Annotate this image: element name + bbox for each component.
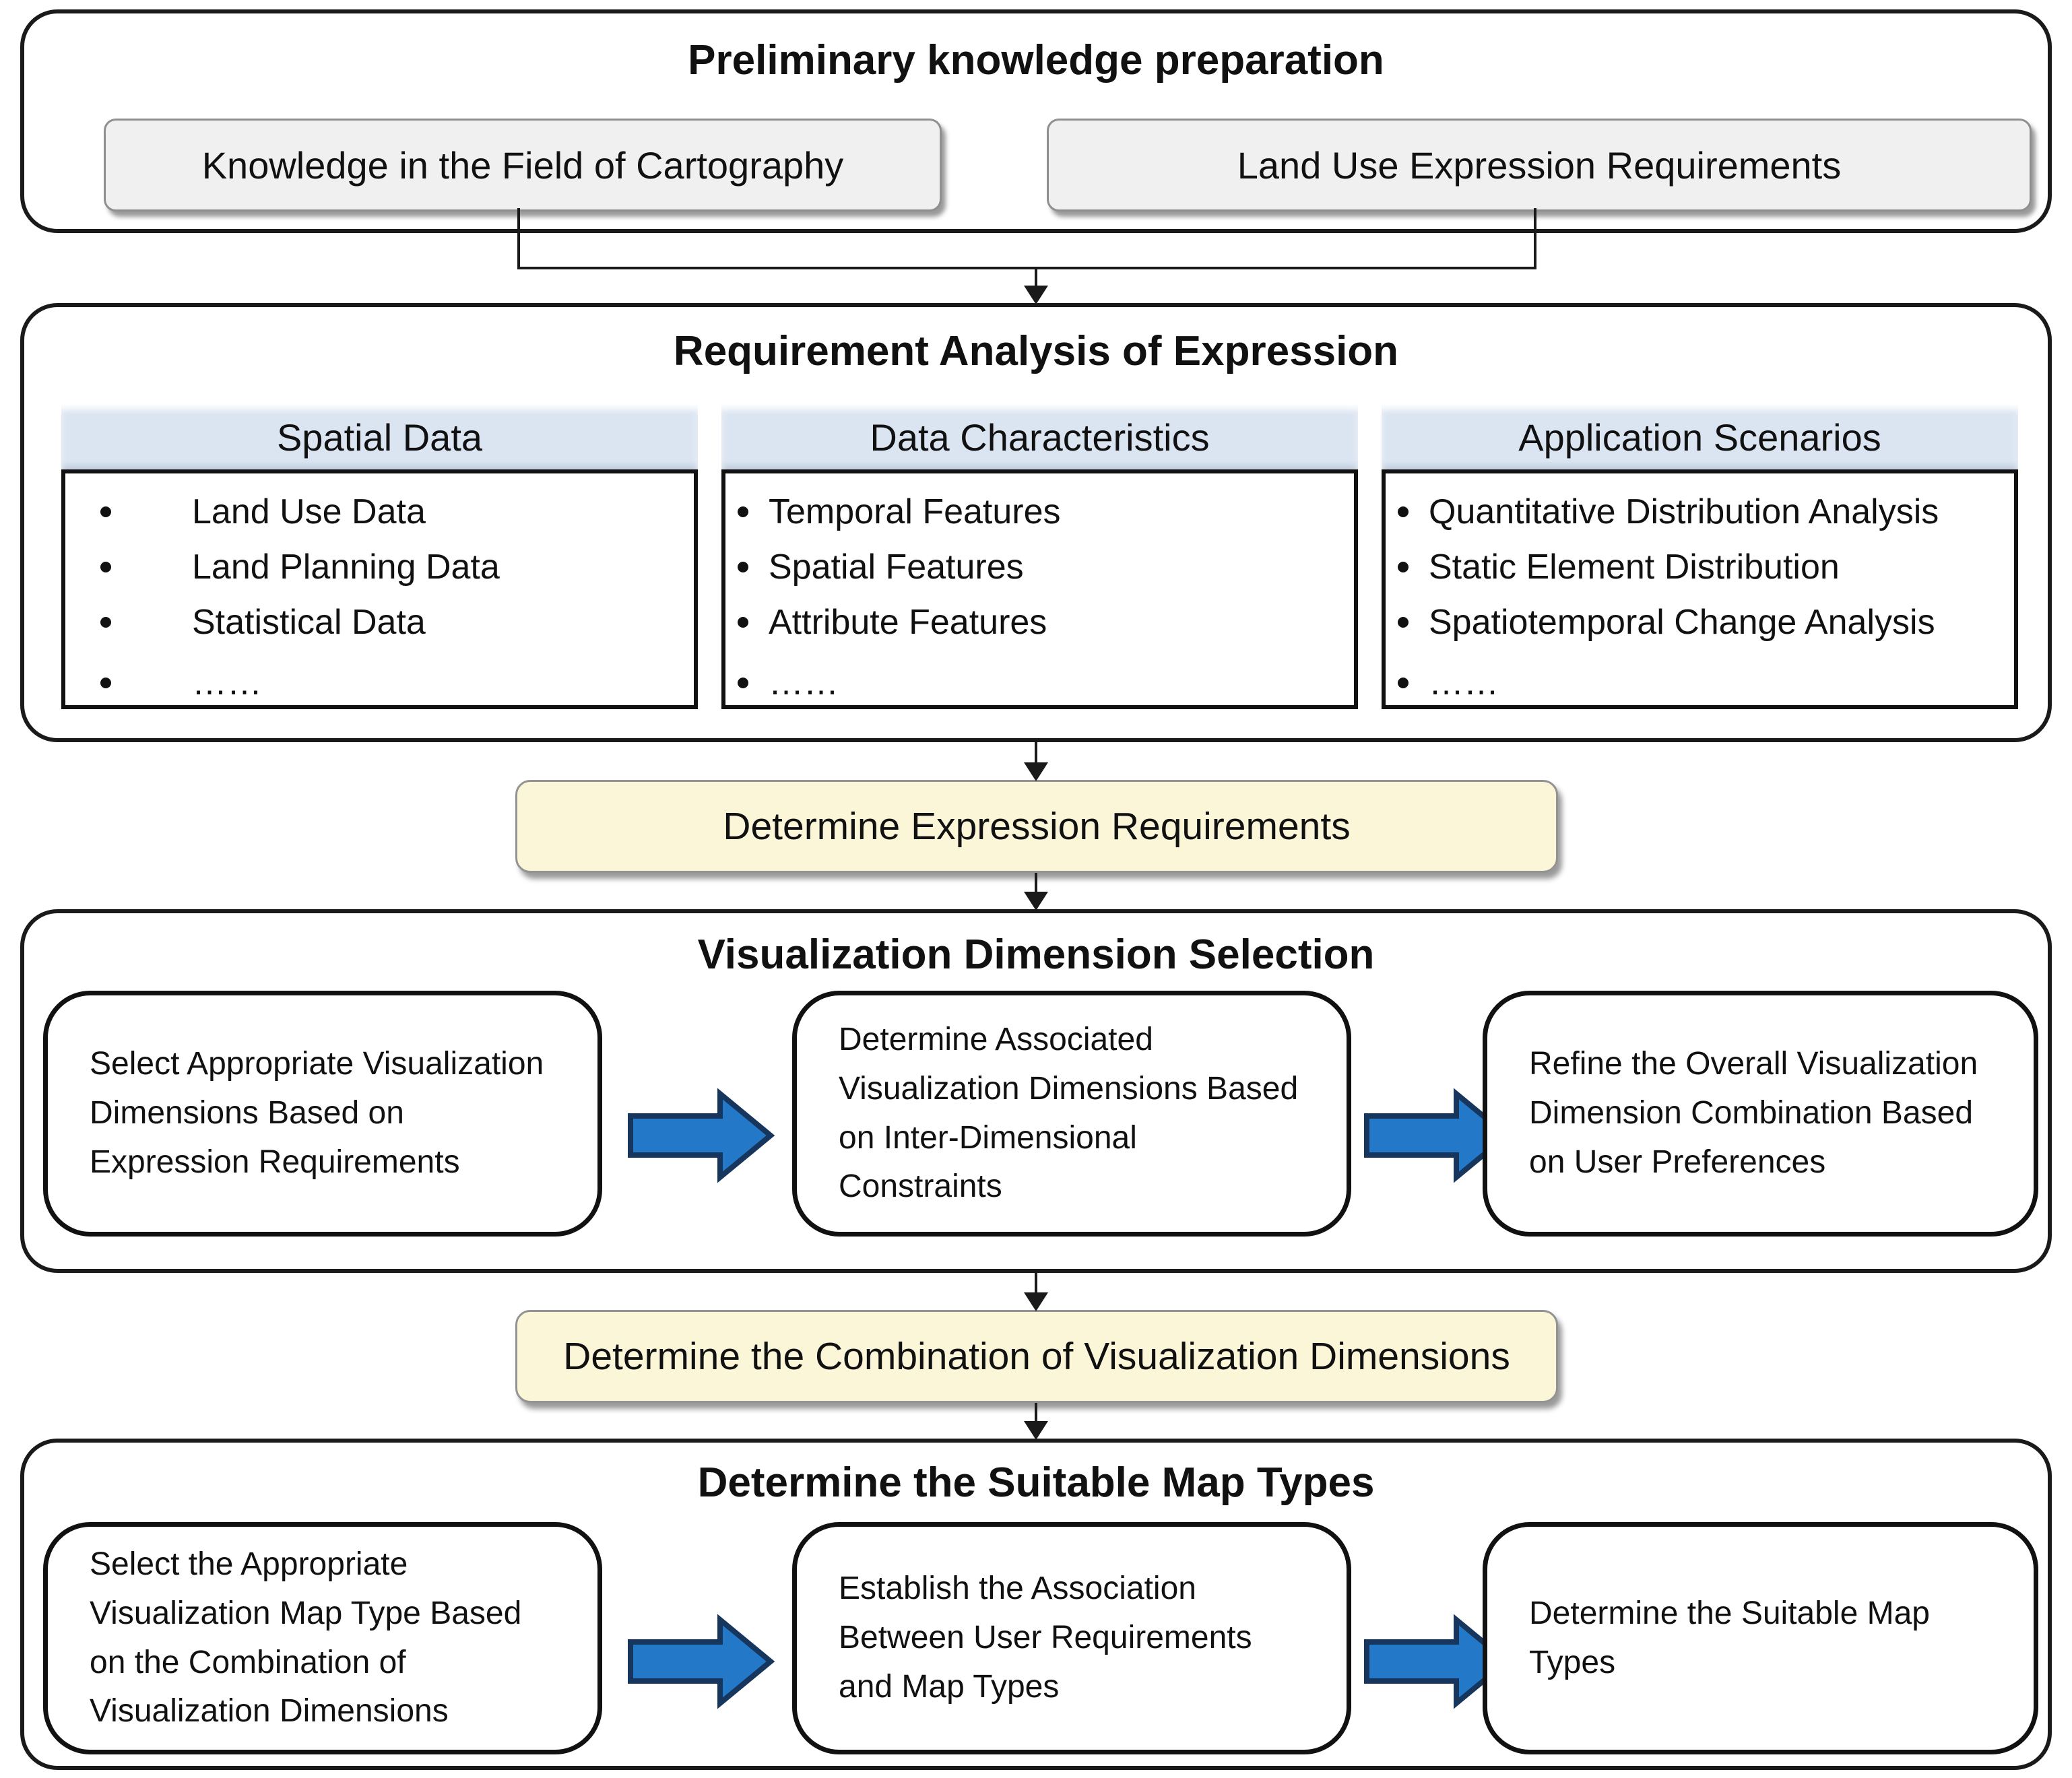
step-determine-map-types: Determine the Suitable Map Types (1483, 1522, 2038, 1754)
column-body: Temporal Features Spatial Features Attri… (721, 469, 1358, 709)
list-item: …… (725, 659, 1347, 706)
bullet-icon (1398, 678, 1409, 688)
flow-arrow-icon (1364, 1614, 1512, 1709)
step-label: Select the Appropriate Visualization Map… (90, 1546, 522, 1730)
list-item: …… (1386, 659, 2007, 706)
list-item: Temporal Features (725, 488, 1347, 535)
box-label: Land Use Expression Requirements (1237, 143, 1842, 187)
bullet-icon (100, 506, 111, 517)
list-item: Attribute Features (725, 599, 1347, 646)
column-header: Spatial Data (61, 405, 698, 469)
list-item: Spatiotemporal Change Analysis (1386, 599, 2007, 646)
list-item: Land Planning Data (65, 544, 687, 591)
step-label: Refine the Overall Visualization Dimensi… (1529, 1046, 1978, 1180)
step-associated-dimensions: Determine Associated Visualization Dimen… (792, 991, 1351, 1237)
list-item: Quantitative Distribution Analysis (1386, 488, 2007, 535)
step-select-map-type: Select the Appropriate Visualization Map… (43, 1522, 602, 1754)
list-item: Statistical Data (65, 599, 687, 646)
column-spatial-data: Spatial Data Land Use Data Land Planning… (61, 405, 698, 709)
step-label: Select Appropriate Visualization Dimensi… (90, 1046, 544, 1180)
bullet-icon (738, 617, 748, 628)
column-body: Land Use Data Land Planning Data Statist… (61, 469, 698, 709)
flow-arrow-icon (1364, 1088, 1512, 1183)
banner-label: Determine the Combination of Visualizati… (563, 1335, 1510, 1378)
step-label: Determine the Suitable Map Types (1529, 1595, 1930, 1680)
bullet-icon (100, 562, 111, 572)
bullet-icon (1398, 617, 1409, 628)
bullet-icon (1398, 506, 1409, 517)
column-application-scenarios: Application Scenarios Quantitative Distr… (1382, 405, 2018, 709)
column-header-label: Application Scenarios (1518, 416, 1881, 459)
banner-label: Determine Expression Requirements (723, 805, 1351, 848)
column-header-label: Spatial Data (276, 416, 483, 459)
section-map-types: Determine the Suitable Map Types Select … (20, 1439, 2052, 1770)
section-requirement-analysis: Requirement Analysis of Expression Spati… (20, 303, 2052, 742)
section-title: Determine the Suitable Map Types (697, 1459, 1375, 1506)
bullet-icon (100, 678, 111, 688)
banner-dimension-combination: Determine the Combination of Visualizati… (515, 1310, 1558, 1403)
section-title: Requirement Analysis of Expression (673, 328, 1399, 374)
section-preliminary-knowledge: Preliminary knowledge preparation Knowle… (20, 9, 2052, 233)
bullet-icon (738, 678, 748, 688)
list-item: Spatial Features (725, 544, 1347, 591)
bullet-icon (1398, 562, 1409, 572)
list-item: …… (65, 659, 687, 706)
step-label: Establish the Association Between User R… (839, 1571, 1252, 1705)
box-cartography-knowledge: Knowledge in the Field of Cartography (104, 119, 942, 211)
column-header: Data Characteristics (721, 405, 1358, 469)
bullet-icon (738, 562, 748, 572)
column-header-label: Data Characteristics (870, 416, 1210, 459)
banner-expression-requirements: Determine Expression Requirements (515, 780, 1558, 873)
column-data-characteristics: Data Characteristics Temporal Features S… (721, 405, 1358, 709)
flow-arrow-icon (628, 1088, 775, 1183)
step-select-dimensions: Select Appropriate Visualization Dimensi… (43, 991, 602, 1237)
step-establish-association: Establish the Association Between User R… (792, 1522, 1351, 1754)
bullet-icon (738, 506, 748, 517)
column-header: Application Scenarios (1382, 405, 2018, 469)
section-title: Visualization Dimension Selection (697, 931, 1375, 978)
box-landuse-requirements: Land Use Expression Requirements (1047, 119, 2032, 211)
bullet-icon (100, 617, 111, 628)
box-label: Knowledge in the Field of Cartography (201, 143, 844, 187)
flow-arrow-icon (628, 1614, 775, 1709)
list-item: Static Element Distribution (1386, 544, 2007, 591)
section-dimension-selection: Visualization Dimension Selection Select… (20, 909, 2052, 1273)
list-item: Land Use Data (65, 488, 687, 535)
step-refine-combination: Refine the Overall Visualization Dimensi… (1483, 991, 2038, 1237)
section-title: Preliminary knowledge preparation (688, 37, 1384, 84)
step-label: Determine Associated Visualization Dimen… (839, 1021, 1299, 1205)
column-body: Quantitative Distribution Analysis Stati… (1382, 469, 2018, 709)
